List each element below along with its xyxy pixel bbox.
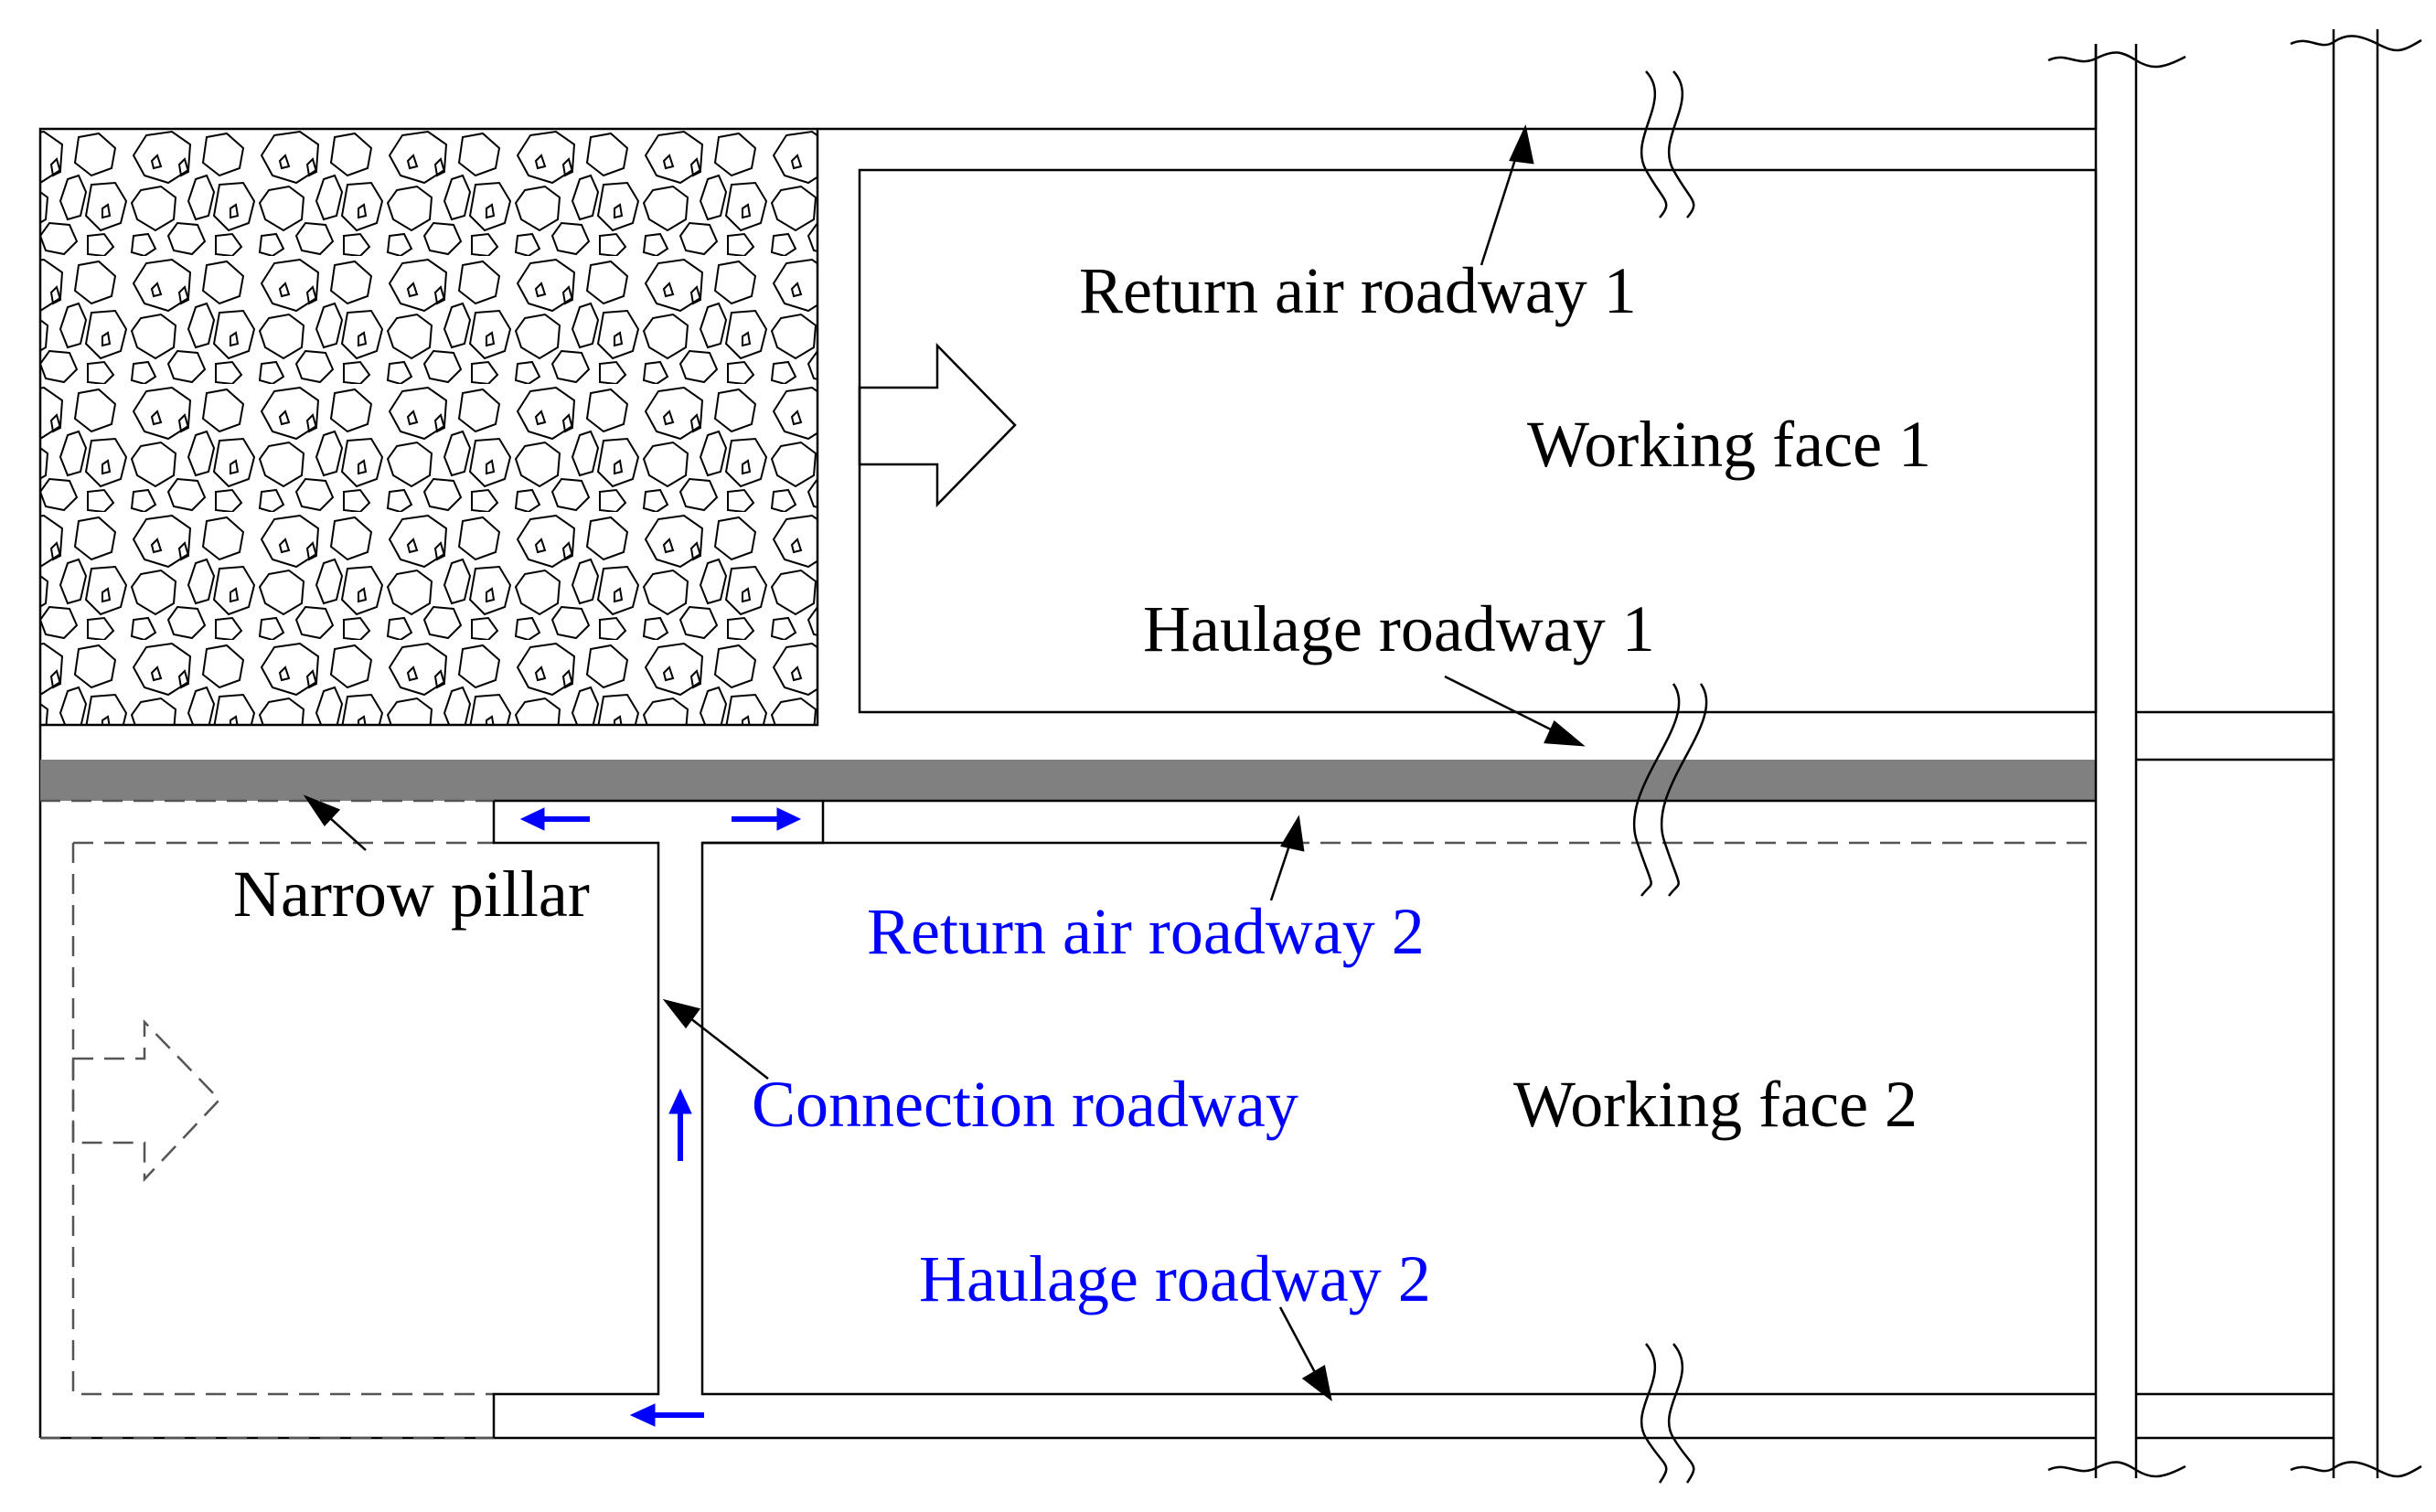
label-return-air-roadway-2: Return air roadway 2 xyxy=(867,895,1425,968)
label-working-face-1: Working face 1 xyxy=(1527,408,1931,481)
airflow-arrow-icon xyxy=(519,807,590,831)
old-advance-arrow-icon xyxy=(71,1018,221,1183)
label-narrow-pillar: Narrow pillar xyxy=(233,857,590,931)
advance-arrow-icon xyxy=(858,342,1017,508)
label-connection-roadway: Connection roadway xyxy=(752,1068,1298,1141)
break-symbols xyxy=(1632,35,2422,1484)
main-roadways xyxy=(2094,29,2379,1478)
label-haulage-roadway-1: Haulage roadway 1 xyxy=(1143,592,1655,665)
airflow-arrow-icon xyxy=(668,1088,692,1161)
goaf-area xyxy=(38,127,819,727)
label-haulage-roadway-2: Haulage roadway 2 xyxy=(919,1242,1431,1315)
label-return-air-roadway-1: Return air roadway 1 xyxy=(1079,254,1637,327)
narrow-pillar-bar xyxy=(40,760,2096,801)
connection-roadway xyxy=(492,799,2096,1440)
label-working-face-2: Working face 2 xyxy=(1513,1068,1918,1141)
leader-lines xyxy=(303,124,1586,1401)
airflow-arrow-icon xyxy=(629,1403,704,1427)
airflow-arrow-icon xyxy=(732,807,802,831)
old-working-face-outline xyxy=(40,799,2096,1440)
